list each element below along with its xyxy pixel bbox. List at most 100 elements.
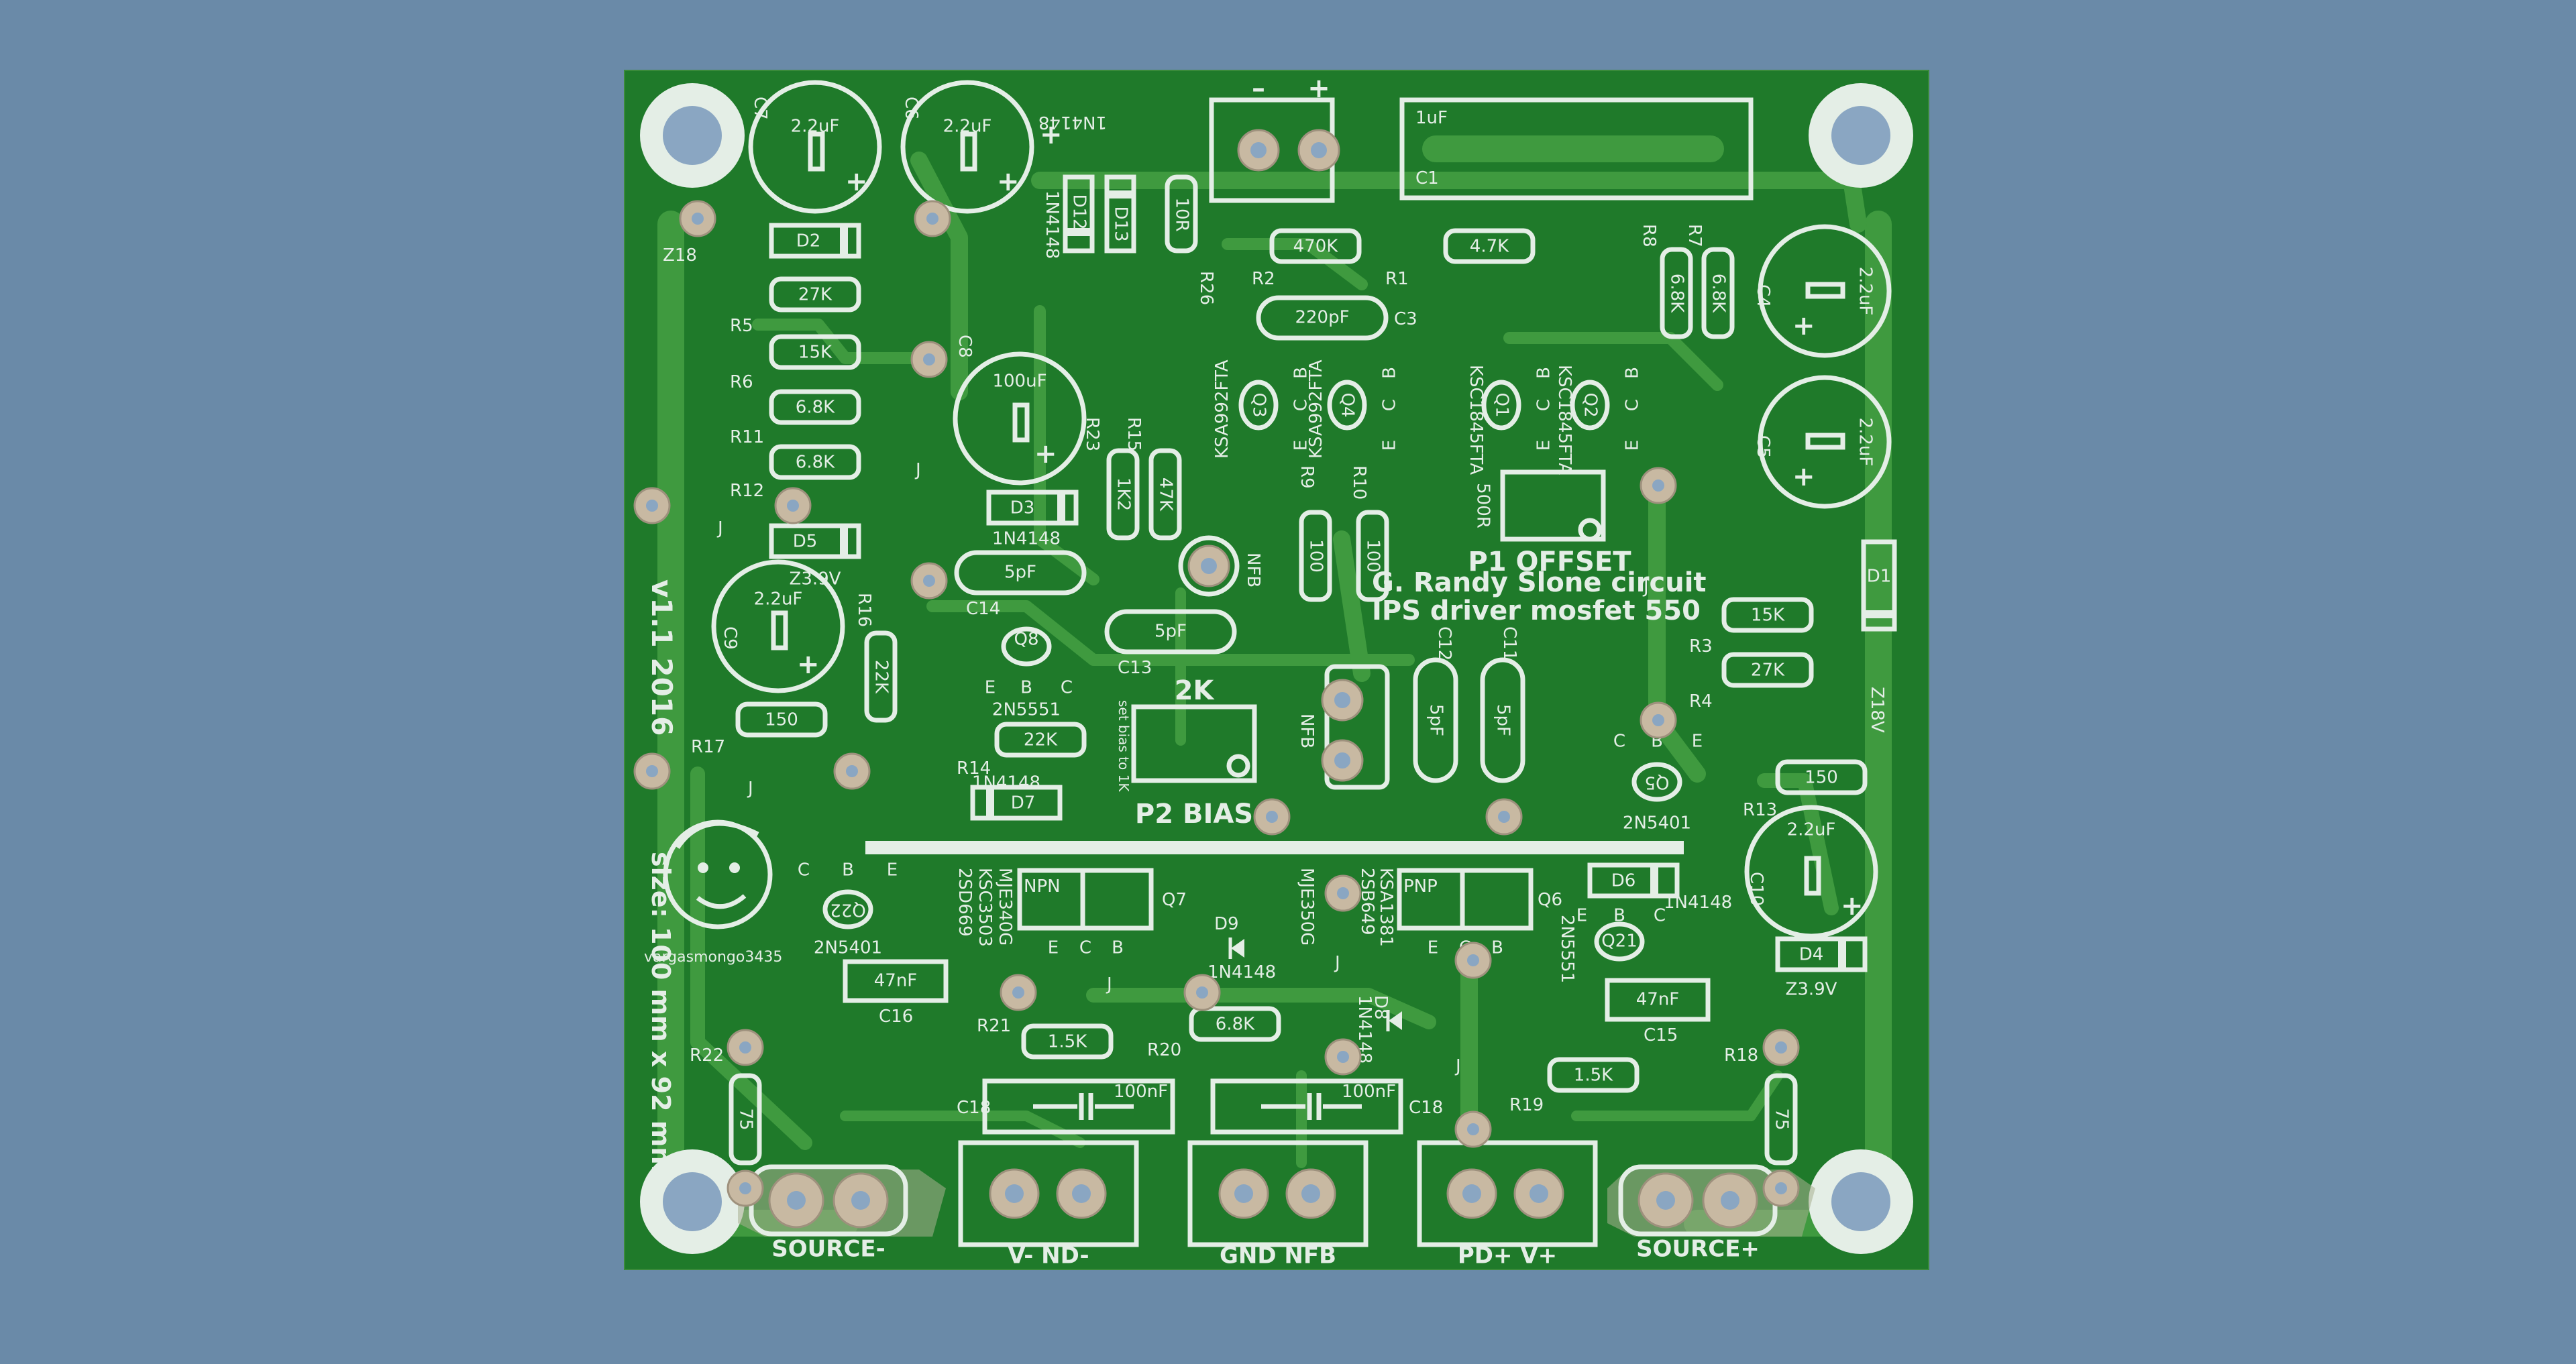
svg-text:1N4148: 1N4148 — [992, 529, 1061, 549]
transistor-q2: Q2 KSC1845FTA B C E — [1554, 365, 1643, 475]
jumper-label: J — [1642, 577, 1649, 598]
svg-text:KSC1845FTA: KSC1845FTA — [1554, 365, 1574, 475]
pcb-substrate — [624, 70, 1929, 1270]
svg-text:C: C — [1654, 906, 1666, 926]
svg-text:D13: D13 — [1111, 206, 1131, 241]
resistor-r26: 10R R26 — [1165, 174, 1216, 305]
capacitor-c5: 2.2uF C5 + — [1753, 375, 1892, 509]
svg-text:+: + — [845, 166, 868, 197]
transistor-q7: 2SD669 KSC3503 MJE340G NPN E C B Q7 — [955, 868, 1187, 958]
board-title-line1: G. Randy Slone circuit — [1372, 567, 1707, 598]
svg-text:150: 150 — [1805, 768, 1838, 788]
svg-text:Q4: Q4 — [1338, 392, 1358, 417]
svg-text:MJE350G: MJE350G — [1297, 868, 1317, 946]
svg-text:Q8: Q8 — [1014, 630, 1038, 650]
svg-text:R14: R14 — [957, 758, 991, 779]
svg-text:Q7: Q7 — [1162, 890, 1187, 910]
diode-d9: D9 1N4148 — [1208, 914, 1276, 982]
resistor-r15: 47K R15 — [1124, 417, 1182, 541]
svg-text:6.8K: 6.8K — [1216, 1015, 1255, 1035]
svg-text:D8: D8 — [1371, 995, 1391, 1020]
svg-text:R6: R6 — [730, 372, 753, 392]
svg-text:+: + — [1792, 461, 1815, 492]
svg-text:C4: C4 — [1753, 284, 1773, 308]
svg-text:470K: 470K — [1293, 237, 1339, 257]
svg-text:D7: D7 — [1011, 793, 1036, 813]
svg-text:C14: C14 — [966, 599, 1000, 619]
transistor-q5: Q5 C B E 2N5401 — [1613, 732, 1703, 834]
svg-text:150: 150 — [765, 710, 798, 730]
svg-text:C: C — [1613, 732, 1625, 752]
svg-text:SOURCE+: SOURCE+ — [1636, 1236, 1760, 1263]
svg-text:C7: C7 — [750, 97, 770, 120]
resistor-r13: 150 R13 — [1743, 759, 1868, 820]
svg-text:R17: R17 — [691, 737, 725, 757]
svg-text:D5: D5 — [793, 532, 818, 552]
r20-ref-label: R20 — [1147, 1040, 1181, 1060]
svg-text:E: E — [1428, 938, 1438, 958]
capacitor-c18-right: 100nF C18 — [1210, 1078, 1443, 1135]
svg-text:E: E — [1692, 732, 1703, 752]
capacitor-c12: 5pF C12 — [1413, 626, 1458, 783]
svg-text:+: + — [797, 649, 820, 680]
svg-text:1N4148: 1N4148 — [1664, 893, 1732, 913]
capacitor-c16: 47nF C16 — [843, 959, 949, 1027]
svg-text:2.2uF: 2.2uF — [754, 589, 803, 610]
svg-text:C8: C8 — [955, 335, 975, 358]
capacitor-c13: 5pF C13 — [1104, 609, 1237, 678]
svg-text:C15: C15 — [1644, 1025, 1678, 1045]
svg-text:C: C — [1534, 399, 1554, 411]
svg-text:D1: D1 — [1867, 567, 1892, 587]
svg-text:B: B — [1291, 367, 1311, 379]
svg-text:C: C — [1623, 399, 1643, 411]
svg-text:5pF: 5pF — [1004, 563, 1036, 583]
svg-text:1.5K: 1.5K — [1048, 1032, 1087, 1052]
svg-text:6.8K: 6.8K — [1709, 274, 1729, 313]
diode-d5: D5 Z3.9V — [769, 523, 861, 589]
resistor-r20: 6.8K — [1189, 1006, 1281, 1042]
svg-text:2SB649: 2SB649 — [1357, 868, 1377, 935]
svg-text:R26: R26 — [1196, 271, 1216, 305]
svg-text:–: – — [1252, 73, 1265, 104]
svg-text:2.2uF: 2.2uF — [791, 117, 840, 137]
svg-text:C6: C6 — [901, 97, 921, 120]
svg-text:Q6: Q6 — [1538, 890, 1562, 910]
svg-text:E: E — [1380, 440, 1400, 451]
svg-text:1N4148: 1N4148 — [972, 773, 1040, 793]
svg-text:D2: D2 — [796, 231, 821, 251]
svg-text:R8: R8 — [1639, 224, 1659, 247]
d13-value-label: 1N4148 — [1038, 112, 1107, 132]
svg-text:C3: C3 — [1394, 309, 1417, 329]
svg-text:D3: D3 — [1010, 498, 1035, 518]
connector-gnd-nfb: GND NFB — [1187, 1140, 1368, 1269]
connector-source-minus: SOURCE- — [738, 1164, 946, 1263]
jumper-label: J — [1454, 1056, 1461, 1076]
svg-text:R1: R1 — [1385, 269, 1409, 289]
svg-text:C: C — [798, 860, 810, 880]
svg-text:+: + — [1034, 439, 1057, 469]
svg-text:Q21: Q21 — [1601, 931, 1638, 952]
svg-text:4.7K: 4.7K — [1470, 237, 1509, 257]
svg-text:E: E — [887, 860, 898, 880]
connector-supply-left: V- ND- — [958, 1140, 1139, 1269]
resistor-r4: 27K R4 — [1689, 652, 1814, 712]
capacitor-c3: 220pF C3 — [1256, 295, 1417, 341]
svg-text:D4: D4 — [1799, 945, 1824, 965]
transistor-q22: Q22 C B E 2N5401 — [798, 860, 898, 958]
svg-text:2.2uF: 2.2uF — [1856, 418, 1876, 467]
jumper-label: J — [1106, 974, 1112, 994]
svg-text:E: E — [1534, 440, 1554, 451]
svg-text:V- ND-: V- ND- — [1008, 1243, 1089, 1269]
svg-text:1.5K: 1.5K — [1574, 1066, 1613, 1086]
diode-d4: D4 Z3.9V — [1775, 936, 1868, 1000]
svg-text:2.2uF: 2.2uF — [1787, 820, 1836, 840]
svg-text:1K2: 1K2 — [1114, 477, 1134, 511]
svg-text:C13: C13 — [1118, 658, 1152, 678]
capacitor-c6: 2.2uF C6 + — [900, 80, 1034, 214]
svg-text:B: B — [1613, 906, 1625, 926]
svg-text:R2: R2 — [1252, 269, 1275, 289]
diode-d2: D2 — [769, 223, 861, 259]
resistor-r11: 6.8K R11 — [730, 389, 861, 447]
resistor-r16: 22K — [864, 630, 898, 723]
svg-text:220pF: 220pF — [1295, 308, 1349, 328]
